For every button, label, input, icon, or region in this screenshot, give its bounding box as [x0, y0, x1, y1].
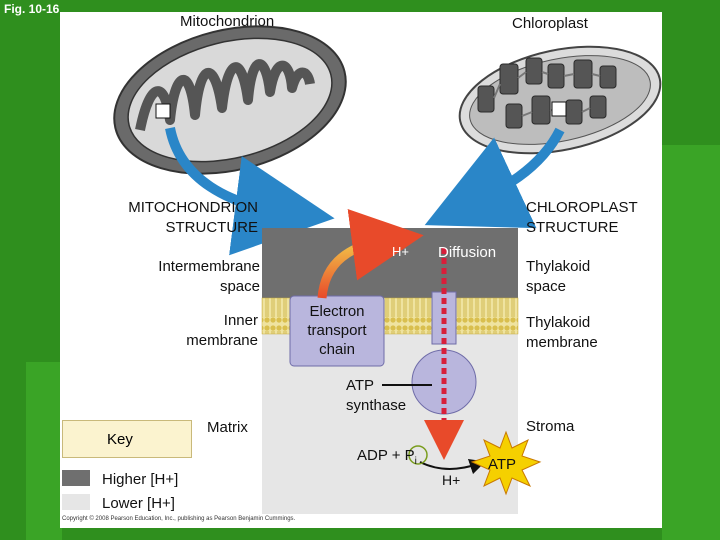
chloro-zoom-arrow [424, 127, 565, 229]
thylakoid-membrane-label: Thylakoid membrane [526, 314, 598, 351]
mitochondrion-drawing [113, 25, 347, 175]
background-band-left [26, 362, 62, 540]
key-box: Key [62, 420, 192, 458]
key-lower-label: Lower [H+] [102, 495, 175, 512]
pi-circle [408, 445, 428, 465]
diffusion-label: Diffusion [438, 244, 497, 261]
etc-label: Electron transport chain [307, 303, 367, 358]
key-lower-swatch [62, 494, 90, 510]
h-plus-top-label: H+ [392, 244, 409, 259]
inner-membrane-label: Inner membrane [186, 312, 258, 349]
stroma-label: Stroma [526, 418, 575, 435]
mito-zoom-arrow [165, 126, 335, 256]
key-higher-label: Higher [H+] [102, 471, 179, 488]
adp-pi-label: ADP + Pi [357, 447, 417, 467]
background-band-right [662, 145, 720, 540]
h-plus-bottom-label: H+ [442, 472, 461, 488]
copyright-notice: Copyright © 2008 Pearson Education, Inc.… [62, 516, 296, 522]
chloroplast-drawing [458, 45, 662, 155]
intermembrane-space-label: Intermembrane space [158, 258, 260, 295]
atp-synthase-label: ATP synthase [346, 377, 407, 414]
atp-label: ATP [488, 456, 517, 473]
adp-to-atp-arrow [419, 458, 486, 475]
h-plus-pump-arrow [317, 209, 424, 299]
key-title: Key [107, 431, 133, 448]
mito-structure-label: MITOCHONDRION STRUCTURE [128, 199, 258, 236]
thylakoid-space-label: Thylakoid space [526, 258, 591, 295]
etc-complex [289, 295, 385, 367]
higher-h-region [262, 228, 518, 298]
chloro-structure-label: CHLOROPLAST STRUCTURE [526, 199, 638, 236]
key-higher-swatch [62, 470, 90, 486]
chloroplast-title: Chloroplast [512, 15, 588, 32]
matrix-label: Matrix [207, 419, 248, 436]
atp-burst [470, 430, 542, 496]
figure-label: Fig. 10-16 [4, 2, 60, 16]
